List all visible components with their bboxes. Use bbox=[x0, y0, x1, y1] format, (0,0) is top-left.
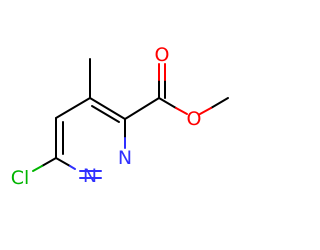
bond-oester-methyl-c bbox=[210, 97, 229, 109]
bonds bbox=[55, 58, 229, 167]
atom-n2: N bbox=[118, 147, 132, 169]
atom-o-ester: O bbox=[187, 108, 202, 130]
atom-o-carbonyl: O bbox=[155, 44, 170, 66]
bond-c6-n1-c bbox=[55, 157, 71, 167]
bond-c6-cl-cl bbox=[32, 165, 43, 172]
bond-c6-n1-n bbox=[69, 165, 76, 170]
atom-cl: Cl bbox=[11, 167, 30, 189]
bond-c4-c5 bbox=[55, 97, 91, 119]
bond-c-oester-c bbox=[158, 97, 177, 109]
hetero-bonds bbox=[32, 63, 212, 179]
bond-c6-cl-c bbox=[41, 157, 57, 167]
bond-c4-c3 bbox=[89, 97, 126, 120]
bond-c4-c3-inner bbox=[91, 105, 120, 123]
atom-labels: O O N N Cl bbox=[11, 44, 202, 189]
bond-c3-carbonylc bbox=[124, 97, 160, 120]
structure-diagram: O O N N Cl bbox=[11, 44, 229, 189]
bond-c-oester-o bbox=[175, 107, 188, 115]
atom-n1: N bbox=[83, 165, 97, 187]
bond-oester-methyl-o bbox=[199, 107, 212, 115]
